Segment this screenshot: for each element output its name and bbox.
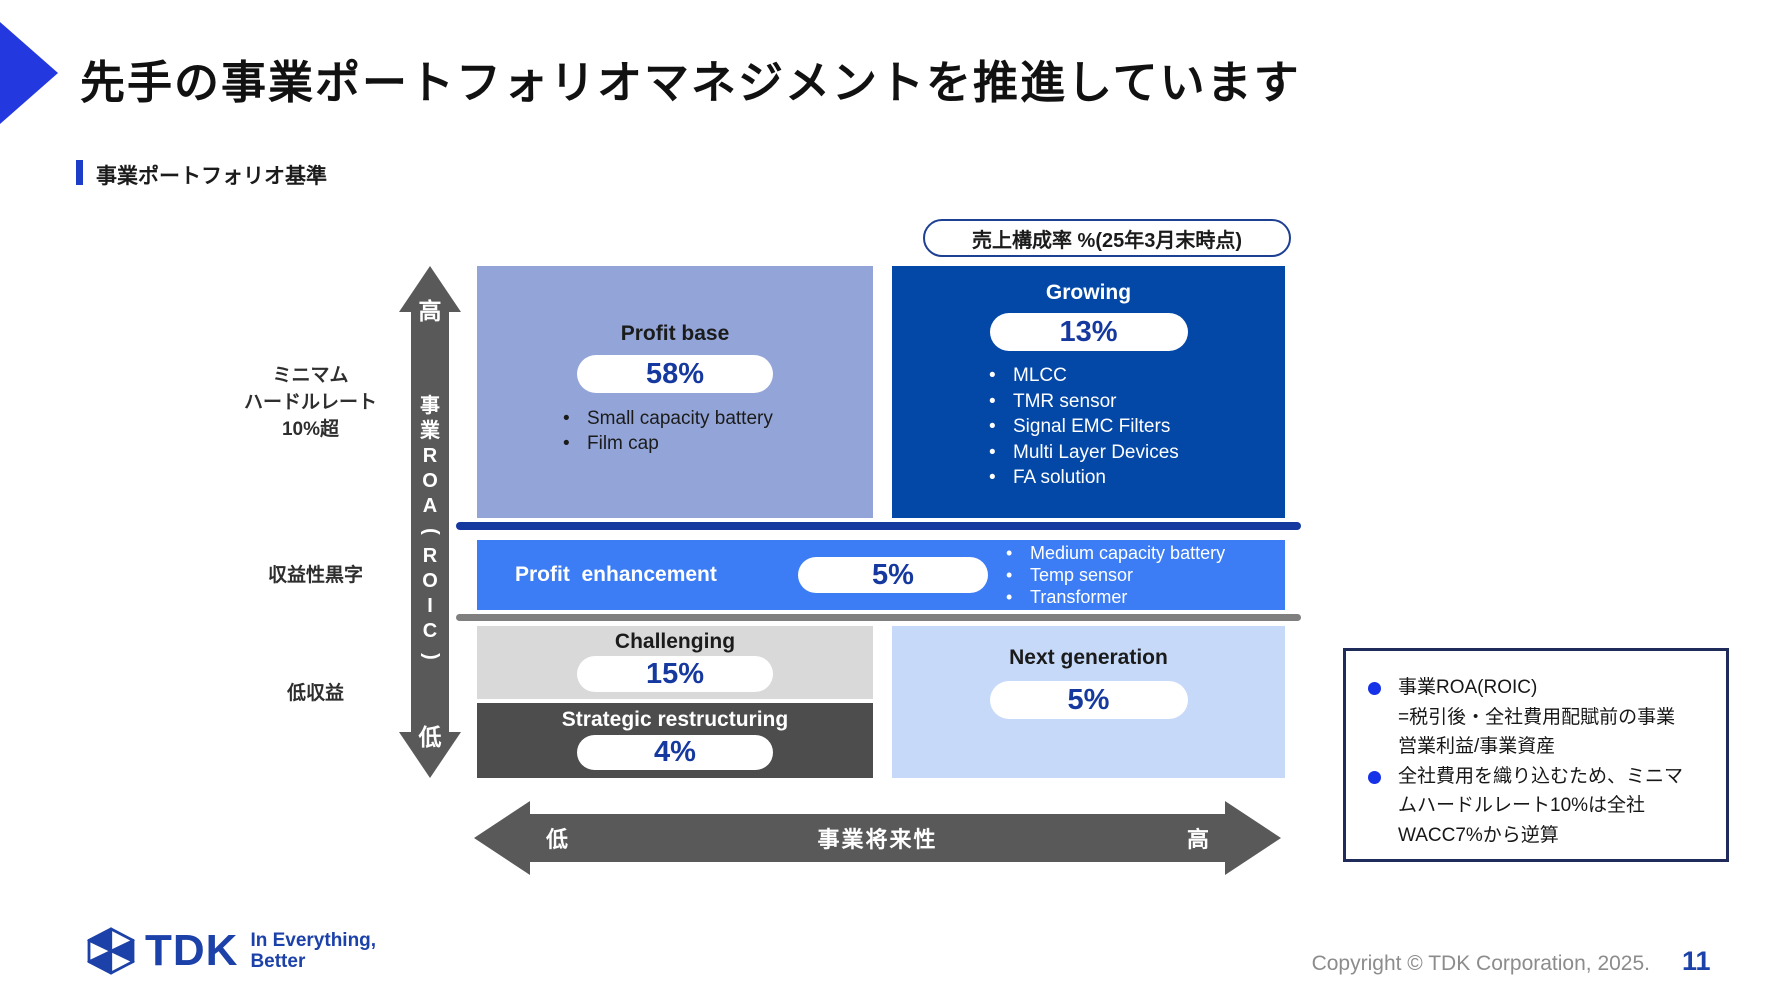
list-item: Transformer: [1006, 586, 1225, 608]
business-list: MLCC TMR sensor Signal EMC Filters Multi…: [892, 363, 1285, 491]
band-profit-enhancement: Profit enhancement 5% Medium capacity ba…: [477, 540, 1285, 610]
page-title: 先手の事業ポートフォリオマネジメントを推進しています: [80, 57, 1301, 108]
quadrant-strategic-restructuring: Strategic restructuring 4%: [477, 703, 873, 778]
quadrant-title: Next generation: [1009, 646, 1168, 669]
divider-gray: [456, 614, 1301, 621]
tdk-tagline: In Everything, Better: [250, 930, 377, 972]
definition-note-box: 事業ROA(ROIC) =税引後・全社費用配賦前の事業 営業利益/事業資産 全社…: [1343, 648, 1729, 862]
note-text: 事業ROA(ROIC) =税引後・全社費用配賦前の事業 営業利益/事業資産: [1398, 677, 1676, 757]
business-list: Medium capacity battery Temp sensor Tran…: [1006, 542, 1225, 608]
row-label-minimum-hurdle: ミニマム ハードルレート 10%超: [243, 365, 377, 440]
percentage-badge: 13%: [989, 313, 1188, 351]
x-axis-low-label: 低: [546, 827, 569, 852]
percentage-badge: 4%: [577, 735, 773, 770]
quadrant-title: Challenging: [614, 630, 736, 653]
note-text: 全社費用を織り込むため、ミニマ ムハードルレート10%は全社 WACC7%から逆…: [1398, 765, 1684, 846]
tdk-logo: TDK In Everything, Better: [85, 926, 376, 976]
arrow-right-icon: [1225, 801, 1281, 875]
sales-ratio-label: 売上構成率 %(25年3月末時点): [923, 219, 1291, 257]
y-axis-high-label: 高: [418, 298, 442, 324]
list-item: FA solution: [989, 465, 1285, 491]
quadrant-challenging: Challenging 15%: [477, 626, 873, 699]
x-axis-arrow: 低 事業将来性 高: [474, 801, 1281, 875]
note-bullet: 全社費用を織り込むため、ミニマ ムハードルレート10%は全社 WACC7%から逆…: [1368, 762, 1708, 851]
page-number: 11: [1682, 946, 1711, 976]
list-item: Film cap: [563, 431, 873, 456]
list-item: Small capacity battery: [563, 406, 873, 431]
x-axis-arrow-body: 低 事業将来性 高: [528, 814, 1227, 862]
list-item: Temp sensor: [1006, 564, 1225, 586]
x-axis-title: 事業将来性: [817, 827, 938, 852]
list-item: Medium capacity battery: [1006, 542, 1225, 564]
business-list: Small capacity battery Film cap: [477, 406, 873, 456]
title-chevron-icon: [0, 22, 58, 124]
quadrant-next-generation: Next generation 5%: [892, 626, 1285, 778]
percentage-badge: 5%: [989, 681, 1188, 719]
copyright-text: Copyright © TDK Corporation, 2025.: [1311, 952, 1650, 975]
tdk-emblem-icon: [86, 927, 136, 975]
band-title: Profit enhancement: [515, 563, 717, 586]
arrow-left-icon: [474, 801, 530, 875]
x-axis-high-label: 高: [1186, 827, 1209, 852]
divider-blue: [456, 522, 1301, 530]
section-subtitle: 事業ポートフォリオ基準: [96, 165, 327, 188]
subtitle-marker: [76, 160, 83, 185]
percentage-badge: 15%: [577, 656, 773, 692]
list-item: TMR sensor: [989, 389, 1285, 415]
list-item: Multi Layer Devices: [989, 440, 1285, 466]
row-label-profitable: 収益性黒字: [267, 565, 363, 586]
list-item: MLCC: [989, 363, 1285, 389]
quadrant-title: Profit base: [620, 322, 730, 345]
y-axis-low-label: 低: [418, 724, 442, 750]
percentage-badge: 5%: [798, 557, 988, 593]
quadrant-profit-base: Profit base 58% Small capacity battery F…: [477, 266, 873, 518]
quadrant-growing: Growing 13% MLCC TMR sensor Signal EMC F…: [892, 266, 1285, 518]
percentage-badge: 58%: [577, 355, 773, 393]
note-bullet: 事業ROA(ROIC) =税引後・全社費用配賦前の事業 営業利益/事業資産: [1368, 673, 1708, 762]
quadrant-title: Growing: [1045, 281, 1132, 304]
list-item: Signal EMC Filters: [989, 414, 1285, 440]
tdk-wordmark: TDK: [145, 926, 239, 975]
bullet-dot-icon: [1368, 770, 1381, 784]
y-axis-arrow-body: [411, 310, 449, 734]
bullet-dot-icon: [1368, 682, 1381, 695]
quadrant-title: Strategic restructuring: [561, 708, 789, 731]
row-label-low-profit: 低収益: [286, 683, 344, 704]
